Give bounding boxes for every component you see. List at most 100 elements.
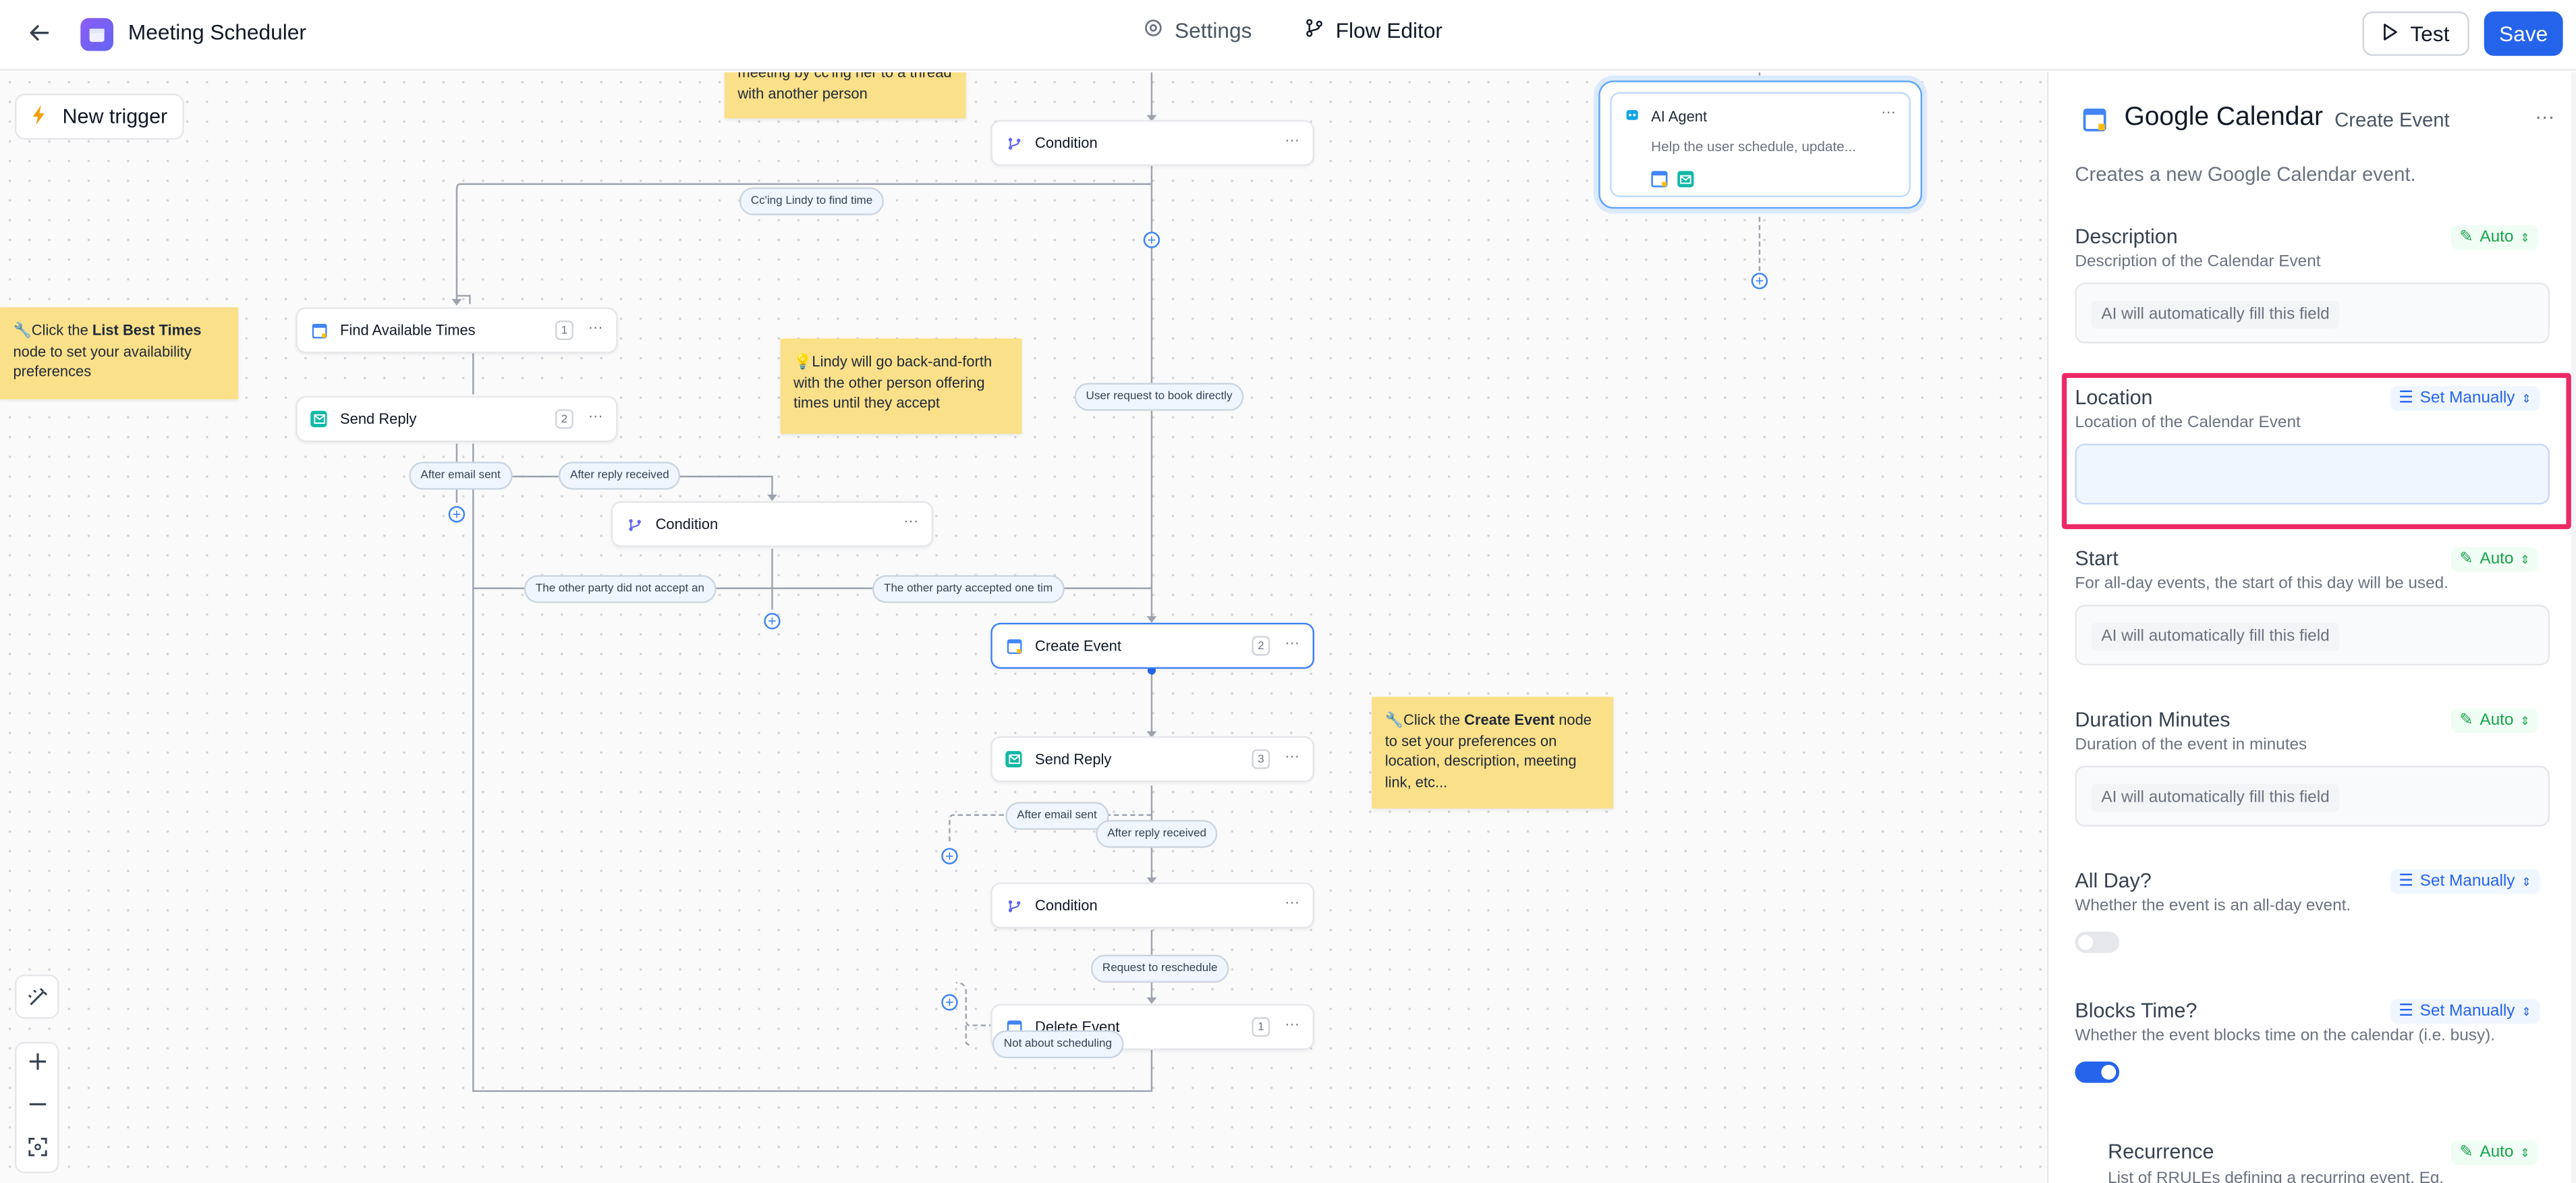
add-node-plus-icon[interactable]: + [448,505,466,523]
panel-scrollbar[interactable] [2571,72,2576,1183]
toggle-knob [2101,1064,2117,1080]
location-input[interactable] [2075,443,2550,505]
sticky-note-list-best[interactable]: 🔧Click the List Best Times node to set y… [0,307,239,400]
field-label-duration: Duration Minutes [2075,708,2231,732]
all-day-toggle[interactable] [2075,931,2120,954]
panel-description: Creates a new Google Calendar event. [2075,163,2416,186]
edge-label-user-request[interactable]: User request to book directly [1074,383,1244,411]
list-icon: ☰ [2399,389,2413,408]
location-highlight-box [2061,373,2571,530]
edge-label-reschedule[interactable]: Request to reschedule [1090,954,1229,983]
mode-manual-location[interactable]: ☰Set Manually⇕ [2390,386,2540,411]
chevron-updown-icon: ⇕ [2520,554,2530,566]
more-icon[interactable]: ··· [2535,105,2555,128]
panel-subtitle: Create Event [2334,108,2450,132]
sticky-note-lindy[interactable]: 💡Lindy will go back-and-forth with the o… [780,338,1022,434]
flow-canvas[interactable]: meeting by cc'ing her to a thread with a… [0,72,2048,1183]
field-help-location: Location of the Calendar Event [2075,414,2301,433]
note-text: node to set your preferences on location… [1384,711,1592,790]
node-label: Condition [655,516,719,532]
node-badge: 2 [1252,636,1270,656]
mode-manual-blocks-time[interactable]: ☰Set Manually⇕ [2390,999,2540,1024]
mode-label: Set Manually [2419,1002,2515,1021]
node-badge: 3 [1252,749,1270,769]
more-icon[interactable]: ··· [1285,893,1300,910]
lightning-icon [31,104,47,130]
edge-label-after-reply-2[interactable]: After reply received [1096,820,1219,848]
add-node-plus-icon[interactable]: + [764,613,781,630]
back-arrow-icon[interactable] [23,16,56,49]
node-send-reply-1[interactable]: Send Reply 2 ··· [296,395,618,443]
add-node-plus-icon[interactable]: + [941,848,958,864]
mail-icon [1677,166,1694,196]
field-help-start: For all-day events, the start of this da… [2075,575,2448,594]
mode-manual-all-day[interactable]: ☰Set Manually⇕ [2390,869,2540,894]
node-condition-top[interactable]: Condition ··· [990,119,1314,166]
field-input-description[interactable]: AI will automatically fill this field [2075,282,2550,343]
new-trigger-button[interactable]: New trigger [14,93,184,140]
sticky-note-top[interactable]: meeting by cc'ing her to a thread with a… [724,72,966,119]
google-calendar-icon [1651,166,1668,196]
mode-auto-description[interactable]: ✎Auto⇕ [2451,225,2538,250]
zoom-out-icon[interactable] [27,1093,47,1122]
add-node-plus-icon[interactable]: + [1751,273,1768,290]
node-badge: 1 [555,320,573,341]
nav-settings[interactable]: Settings [1144,18,1252,43]
sticky-note-create-event[interactable]: 🔧Click the Create Event node to set your… [1372,696,1614,809]
more-icon[interactable]: ··· [588,319,603,335]
more-icon[interactable]: ··· [588,407,603,424]
node-condition-mid[interactable]: Condition ··· [611,501,934,547]
field-input-duration[interactable]: AI will automatically fill this field [2075,765,2550,827]
field-label-blocks-time: Blocks Time? [2075,999,2197,1022]
field-label-location: Location [2075,386,2153,410]
add-node-plus-icon[interactable]: + [941,994,958,1011]
note-text: 🔧Click the [13,322,92,339]
field-input-start[interactable]: AI will automatically fill this field [2075,605,2550,666]
field-help-recurrence: List of RRULEs defining a recurring even… [2108,1170,2444,1183]
node-condition-low[interactable]: Condition ··· [990,882,1314,929]
mode-auto-start[interactable]: ✎Auto⇕ [2451,547,2538,572]
zoom-in-icon[interactable] [27,1050,47,1080]
more-icon[interactable]: ··· [1285,634,1300,651]
more-icon[interactable]: ··· [1285,1015,1300,1033]
branch-icon [1304,18,1324,43]
sticky-note-top-text: meeting by cc'ing her to a thread with a… [737,72,951,101]
fit-view-icon[interactable] [27,1136,47,1165]
test-button-label: Test [2410,21,2450,47]
more-icon[interactable]: ··· [1881,103,1896,120]
mode-auto-recurrence[interactable]: ✎Auto⇕ [2451,1140,2538,1165]
save-button[interactable]: Save [2484,11,2563,56]
edge-label-not-about[interactable]: Not about scheduling [992,1030,1124,1059]
more-icon[interactable]: ··· [1285,747,1300,765]
edge-label-accepted-one[interactable]: The other party accepted one tim [872,575,1065,603]
branch-icon [1005,898,1021,914]
node-ai-agent[interactable]: AI Agent ··· Help the user schedule, upd… [1598,80,1922,209]
field-help-all-day: Whether the event is an all-day event. [2075,897,2351,916]
nav-flow-editor[interactable]: Flow Editor [1304,18,1443,43]
gear-icon [1144,18,1163,43]
mode-auto-duration[interactable]: ✎Auto⇕ [2451,708,2538,734]
chevron-updown-icon: ⇕ [2520,232,2530,244]
more-icon[interactable]: ··· [903,512,919,530]
note-text: 💡Lindy will go back-and-forth with the o… [793,353,992,411]
node-find-available-times[interactable]: Find Available Times 1 ··· [296,307,618,354]
add-node-plus-icon[interactable]: + [1143,231,1160,248]
test-button[interactable]: Test [2362,11,2469,56]
edge-label-did-not-accept[interactable]: The other party did not accept an [524,575,717,603]
edge-label-after-email-1[interactable]: After email sent [409,462,512,490]
list-icon: ☰ [2399,1002,2413,1021]
mode-label: Auto [2480,711,2514,730]
node-create-event[interactable]: Create Event 2 ··· [990,622,1314,669]
blocks-time-toggle[interactable] [2075,1062,2120,1083]
zoom-controls [14,1041,59,1174]
edge-label-after-reply-1[interactable]: After reply received [558,462,681,490]
more-icon[interactable]: ··· [1285,131,1300,148]
mode-label: Set Manually [2419,389,2515,408]
auto-layout-button[interactable] [14,974,59,1019]
edge-label-ccing[interactable]: Cc'ing Lindy to find time [739,187,885,215]
branch-icon [1005,135,1021,151]
node-send-reply-2[interactable]: Send Reply 3 ··· [990,736,1314,783]
node-badge: 1 [1252,1017,1270,1037]
edge-label-after-email-2[interactable]: After email sent [1005,802,1109,830]
wand-icon: ✎ [2459,1143,2473,1162]
